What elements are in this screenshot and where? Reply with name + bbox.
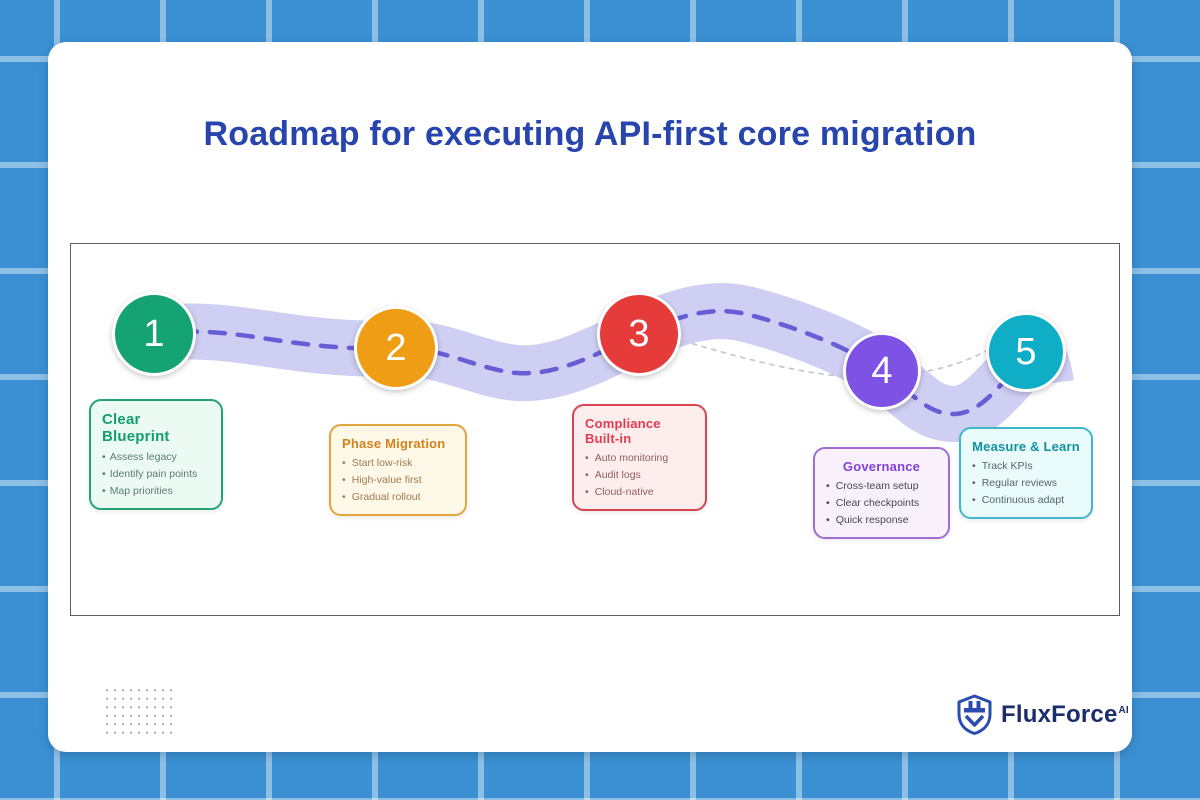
step-2-bullet-list: Start low-risk High-value first Gradual …	[342, 455, 454, 505]
step-4-card-title: Governance	[842, 459, 921, 474]
bullet-item: High-value first	[342, 472, 454, 489]
bullet-item: Map priorities	[102, 483, 210, 500]
page-title: Roadmap for executing API-first core mig…	[203, 115, 977, 153]
step-5-card-title: Measure & Learn	[972, 439, 1080, 454]
step-2-card-title: Phase Migration	[342, 436, 446, 451]
roadmap-panel: 1 2 3 4 5 Clear Blueprint Assess legacy …	[70, 243, 1120, 616]
step-5-bullet-list: Track KPIs Regular reviews Continuous ad…	[972, 458, 1080, 508]
step-1-card-title: Clear Blueprint	[102, 411, 170, 445]
bullet-item: Start low-risk	[342, 455, 454, 472]
step-2-card: Phase Migration Start low-risk High-valu…	[329, 424, 467, 517]
bullet-item: Track KPIs	[972, 458, 1080, 475]
brand-name: FluxForceAI	[1001, 700, 1129, 728]
bullet-item: Clear checkpoints	[826, 495, 937, 512]
step-5-number: 5	[1015, 330, 1037, 373]
bullet-item: Quick response	[826, 512, 937, 529]
step-1-circle: 1	[112, 292, 196, 376]
bullet-item: Assess legacy	[102, 449, 210, 466]
bullet-item: Continuous adapt	[972, 492, 1080, 509]
decorative-dot-grid	[103, 686, 175, 734]
step-4-circle: 4	[843, 332, 921, 410]
step-3-card-title: Compliance Built-in	[585, 416, 661, 446]
step-5-card: Measure & Learn Track KPIs Regular revie…	[959, 427, 1093, 520]
step-2-circle: 2	[354, 306, 438, 390]
step-4-number: 4	[871, 349, 893, 392]
brand-logo: FluxForceAI	[956, 694, 1129, 735]
step-5-circle: 5	[986, 312, 1066, 392]
step-2-number: 2	[385, 326, 407, 369]
bullet-item: Identify pain points	[102, 466, 210, 483]
brand-superscript: AI	[1118, 704, 1129, 716]
bullet-item: Cross-team setup	[826, 478, 937, 495]
fluxforce-shield-icon	[957, 694, 992, 735]
step-1-number: 1	[143, 312, 165, 355]
step-3-number: 3	[628, 312, 650, 355]
step-3-card: Compliance Built-in Auto monitoring Audi…	[572, 404, 707, 512]
step-3-circle: 3	[597, 292, 681, 376]
step-4-bullet-list: Cross-team setup Clear checkpoints Quick…	[826, 478, 937, 528]
step-4-card: Governance Cross-team setup Clear checkp…	[813, 447, 950, 540]
step-1-card: Clear Blueprint Assess legacy Identify p…	[89, 399, 223, 511]
content-card: Roadmap for executing API-first core mig…	[48, 42, 1132, 752]
step-3-bullet-list: Auto monitoring Audit logs Cloud-native	[585, 450, 694, 500]
bullet-item: Cloud-native	[585, 484, 694, 501]
bullet-item: Auto monitoring	[585, 450, 694, 467]
step-1-bullet-list: Assess legacy Identify pain points Map p…	[102, 449, 210, 499]
bullet-item: Regular reviews	[972, 475, 1080, 492]
bullet-item: Gradual rollout	[342, 489, 454, 506]
bullet-item: Audit logs	[585, 467, 694, 484]
